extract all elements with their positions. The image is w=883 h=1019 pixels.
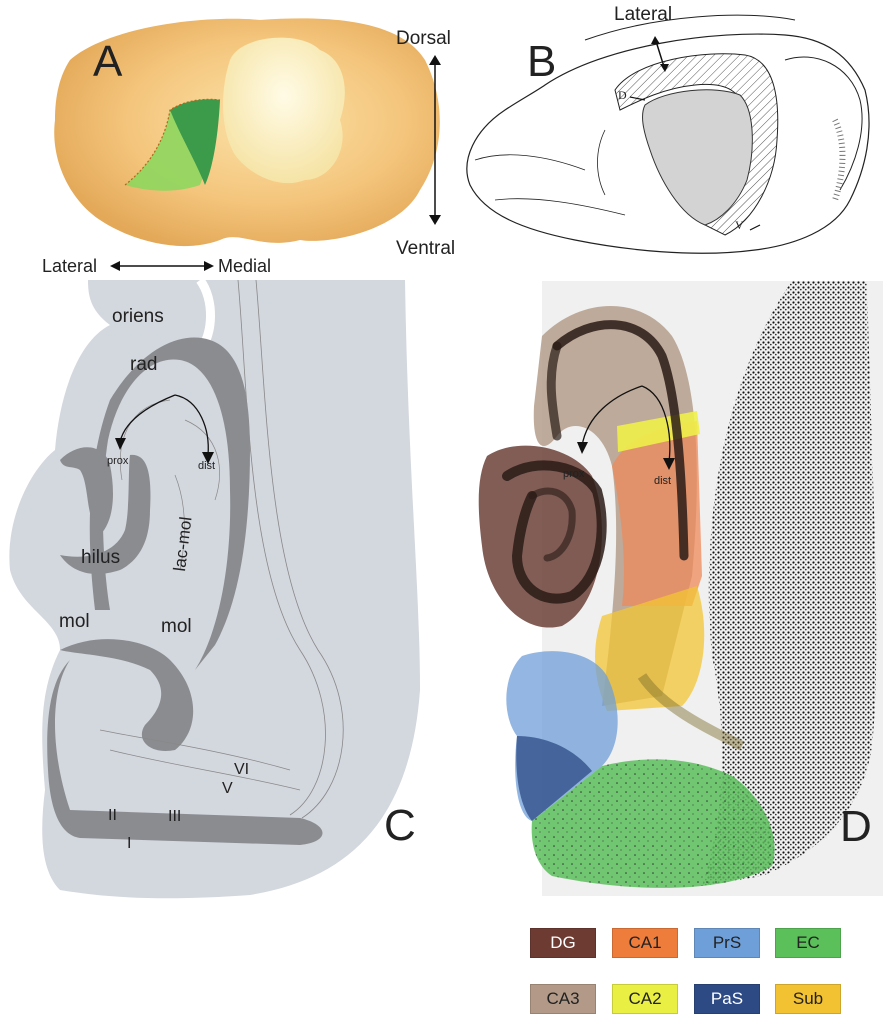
- panel-d-label: D: [840, 802, 872, 852]
- label-v: V: [222, 780, 233, 798]
- label-hilus: hilus: [81, 547, 120, 569]
- legend-pas: PaS: [694, 984, 760, 1014]
- legend: DG CA1 PrS EC CA3 CA2 PaS Sub: [530, 928, 870, 1018]
- legend-ca2: CA2: [612, 984, 678, 1014]
- panel-b-label: B: [527, 37, 556, 87]
- v-marker: V: [735, 218, 744, 233]
- label-mol-left: mol: [59, 611, 90, 633]
- legend-dg: DG: [530, 928, 596, 958]
- label-oriens: oriens: [112, 306, 164, 328]
- panel-c-label: C: [384, 801, 416, 851]
- label-rad: rad: [130, 354, 157, 376]
- panel-d: prox dist D: [462, 276, 883, 916]
- brain-drawing: [455, 0, 883, 270]
- legend-prs: PrS: [694, 928, 760, 958]
- label-dist: dist: [198, 460, 215, 472]
- label-prox-d: prox: [563, 468, 584, 480]
- lateral-label-b: Lateral: [614, 4, 672, 26]
- legend-ca1: CA1: [612, 928, 678, 958]
- label-iii: III: [168, 808, 181, 826]
- panel-a-label: A: [93, 37, 122, 87]
- label-dist-d: dist: [654, 475, 671, 487]
- stained-section: [462, 276, 883, 916]
- label-ii: II: [108, 807, 117, 825]
- ventral-label: Ventral: [396, 238, 455, 260]
- legend-ca3: CA3: [530, 984, 596, 1014]
- label-prox: prox: [107, 455, 128, 467]
- panel-c: oriens rad prox dist hilus lac-mol mol m…: [0, 270, 460, 910]
- panel-b: B Lateral D V: [455, 0, 883, 270]
- label-i: I: [127, 835, 131, 853]
- panel-a: A Dorsal Ventral Lateral Medial: [0, 0, 470, 280]
- label-mol-right: mol: [161, 616, 192, 638]
- d-marker: D: [618, 88, 627, 103]
- label-vi: VI: [234, 761, 249, 779]
- dorsal-label: Dorsal: [396, 28, 451, 50]
- legend-ec: EC: [775, 928, 841, 958]
- dorsal-ventral-arrow: [425, 55, 445, 225]
- legend-sub: Sub: [775, 984, 841, 1014]
